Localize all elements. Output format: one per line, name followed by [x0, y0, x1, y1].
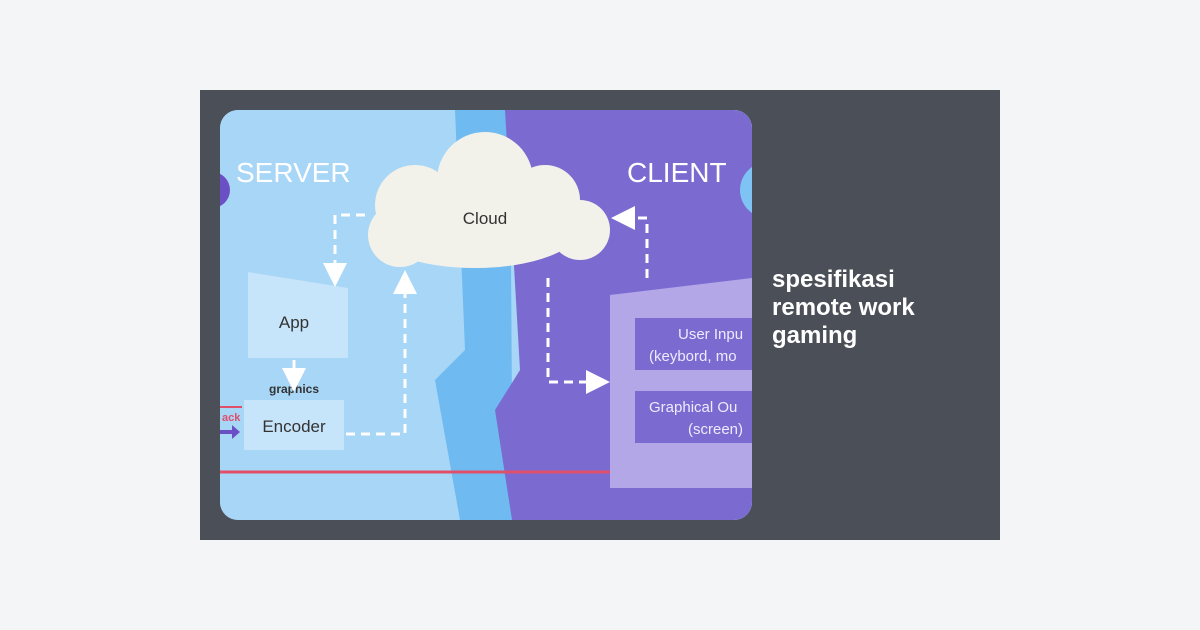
client-device	[610, 278, 752, 488]
cloud-icon	[368, 132, 610, 268]
graphical-output-box	[635, 391, 752, 443]
encoder-label: Encoder	[262, 417, 326, 436]
encoder-to-cloud-arrow	[346, 270, 417, 436]
cloud-to-client-arrow	[546, 278, 610, 394]
server-client-cloud-diagram: SERVER CLIENT Cloud App graphics Encoder…	[220, 110, 752, 520]
user-input-box	[635, 318, 752, 370]
diagram-thumbnail[interactable]: SERVER CLIENT Cloud App graphics Encoder…	[220, 110, 752, 520]
feedback-label-fragment: ack	[222, 412, 241, 424]
app-box	[248, 272, 348, 358]
user-input-label: User Inpu	[678, 326, 743, 343]
cloud-label: Cloud	[463, 209, 507, 228]
feedback-arrowhead-icon	[232, 425, 240, 439]
user-input-devices: (keybord, mo	[649, 348, 737, 365]
server-avatar-icon	[220, 173, 230, 207]
server-heading: SERVER	[236, 157, 351, 188]
app-label: App	[279, 313, 309, 332]
client-heading: CLIENT	[627, 157, 727, 188]
client-avatar-icon	[740, 167, 752, 213]
encoder-box	[244, 400, 344, 450]
cloud-to-app-arrow	[323, 213, 365, 287]
content-card[interactable]: SERVER CLIENT Cloud App graphics Encoder…	[200, 90, 1000, 540]
graphical-output-label: Graphical Ou	[649, 399, 737, 416]
graphics-label: graphics	[269, 382, 319, 396]
graphical-output-screen: (screen)	[688, 421, 743, 438]
article-title[interactable]: spesifikasi remote work gaming	[772, 266, 915, 349]
client-to-cloud-arrow	[611, 206, 649, 278]
